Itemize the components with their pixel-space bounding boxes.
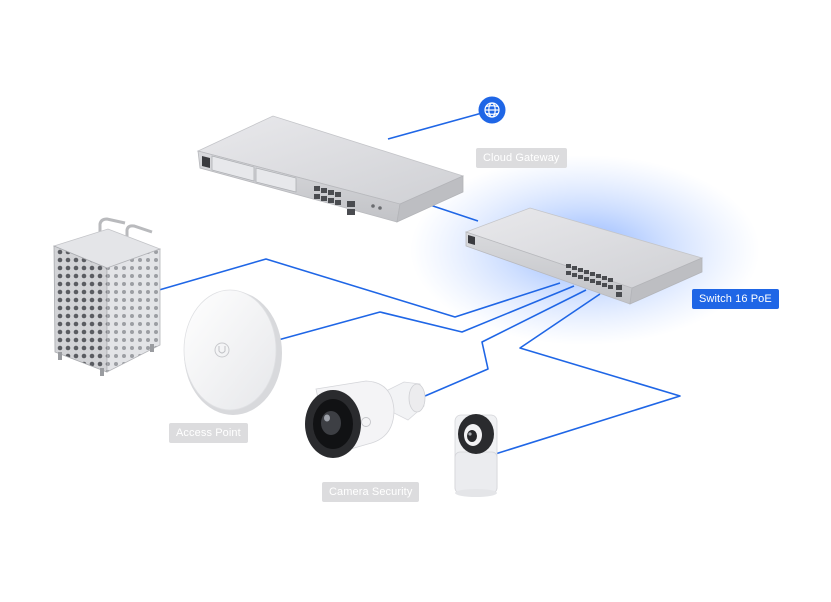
globe-icon (484, 102, 500, 118)
access-point-device[interactable] (183, 289, 282, 415)
camera-logo (361, 417, 371, 427)
cloud-gateway-device[interactable] (196, 115, 465, 223)
link-dome-switch (491, 293, 681, 456)
computer-device[interactable] (52, 217, 162, 376)
link-camera-switch (424, 289, 587, 397)
switch-label: Switch 16 PoE (692, 289, 779, 309)
cloud-gateway-label: Cloud Gateway (476, 148, 567, 168)
internet-node[interactable] (478, 96, 506, 124)
link-computer-switch (158, 258, 561, 318)
gateway-ports (314, 186, 355, 215)
link-ap-switch (277, 285, 575, 341)
bullet-camera-device[interactable] (305, 380, 426, 458)
network-links (158, 112, 681, 456)
camera-security-label: Camera Security (322, 482, 420, 502)
dome-camera-device[interactable] (454, 414, 498, 497)
switch-ports (566, 264, 622, 297)
u-logo-icon (214, 342, 230, 358)
access-point-label: Access Point (169, 423, 248, 443)
switch-device[interactable] (464, 207, 704, 305)
link-internet-gateway (387, 112, 483, 140)
